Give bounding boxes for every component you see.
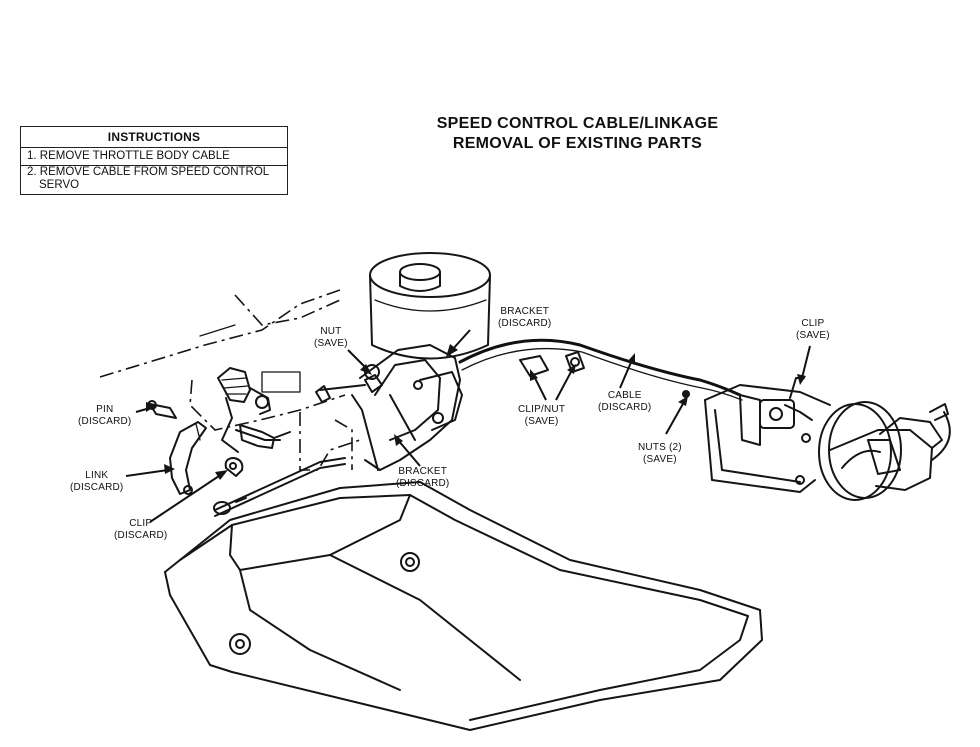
servo-assembly [682, 377, 951, 501]
speed-control-cable [458, 338, 743, 401]
callout-nut-status: (SAVE) [314, 337, 348, 349]
callout-bracket-bottom-name: BRACKET [398, 466, 448, 477]
instructions-box: INSTRUCTIONS 1. REMOVE THROTTLE BODY CAB… [20, 126, 288, 195]
callout-nut: NUT (SAVE) [314, 326, 348, 349]
callout-clip-nut-status: (SAVE) [524, 415, 559, 427]
diagram-title: SPEED CONTROL CABLE/LINKAGE REMOVAL OF E… [400, 114, 755, 154]
instruction-step-2-text: 2. REMOVE CABLE FROM SPEED CONTROL [27, 166, 270, 178]
instructions-title: INSTRUCTIONS [107, 130, 201, 144]
throttle-linkage [217, 367, 291, 453]
callout-clip-right-name: CLIP [801, 318, 825, 329]
callout-link: LINK (DISCARD) [70, 470, 123, 493]
callout-bracket-top-name: BRACKET [500, 306, 550, 317]
callout-clip-left-name: CLIP [129, 518, 153, 529]
callout-clip-right: CLIP (SAVE) [796, 318, 830, 341]
callout-link-status: (DISCARD) [70, 481, 124, 493]
callout-bracket-bottom-status: (DISCARD) [396, 477, 450, 489]
clip-part [224, 457, 244, 477]
instruction-step-2: 2. REMOVE CABLE FROM SPEED CONTROL SERVO [27, 166, 269, 192]
callout-nuts-name: NUTS (2) [638, 442, 682, 453]
callout-cable-status: (DISCARD) [598, 401, 652, 413]
title-line-1: SPEED CONTROL CABLE/LINKAGE [436, 115, 719, 132]
instructions-divider [21, 165, 287, 166]
instruction-step-1: 1. REMOVE THROTTLE BODY CABLE [27, 150, 230, 163]
callout-pin-name: PIN [96, 404, 114, 415]
callout-nuts-status: (SAVE) [643, 453, 677, 465]
callout-bracket-bottom: BRACKET (DISCARD) [396, 466, 449, 489]
air-cleaner [369, 252, 491, 360]
callout-clip-left: CLIP (DISCARD) [114, 518, 167, 541]
callout-clip-right-status: (SAVE) [796, 329, 830, 341]
callout-nuts: NUTS (2) (SAVE) [638, 442, 682, 465]
callout-clip-left-status: (DISCARD) [114, 529, 168, 541]
callout-clip-nut: CLIP/NUT (SAVE) [518, 404, 565, 427]
instruction-step-2-continuation: SERVO [39, 179, 80, 191]
throttle-bracket [315, 344, 463, 471]
pin-part [147, 400, 177, 419]
valve-cover [164, 481, 763, 731]
callout-bracket-top: BRACKET (DISCARD) [498, 306, 551, 329]
callout-pin: PIN (DISCARD) [78, 404, 131, 427]
callout-link-name: LINK [85, 470, 109, 481]
callout-arrows [125, 329, 811, 523]
callout-nut-name: NUT [320, 326, 342, 337]
link-part [169, 421, 207, 495]
instruction-step-1-text: 1. REMOVE THROTTLE BODY CABLE [27, 150, 230, 162]
instructions-divider [21, 147, 287, 148]
title-line-2: REMOVAL OF EXISTING PARTS [452, 135, 703, 152]
callout-bracket-top-status: (DISCARD) [498, 317, 552, 329]
throttle-rod [213, 457, 346, 517]
callout-cable-name: CABLE [607, 390, 642, 401]
callout-clip-nut-name: CLIP/NUT [518, 404, 566, 415]
plenum-outline [99, 289, 361, 471]
callout-cable: CABLE (DISCARD) [598, 390, 651, 413]
callout-pin-status: (DISCARD) [78, 415, 132, 427]
